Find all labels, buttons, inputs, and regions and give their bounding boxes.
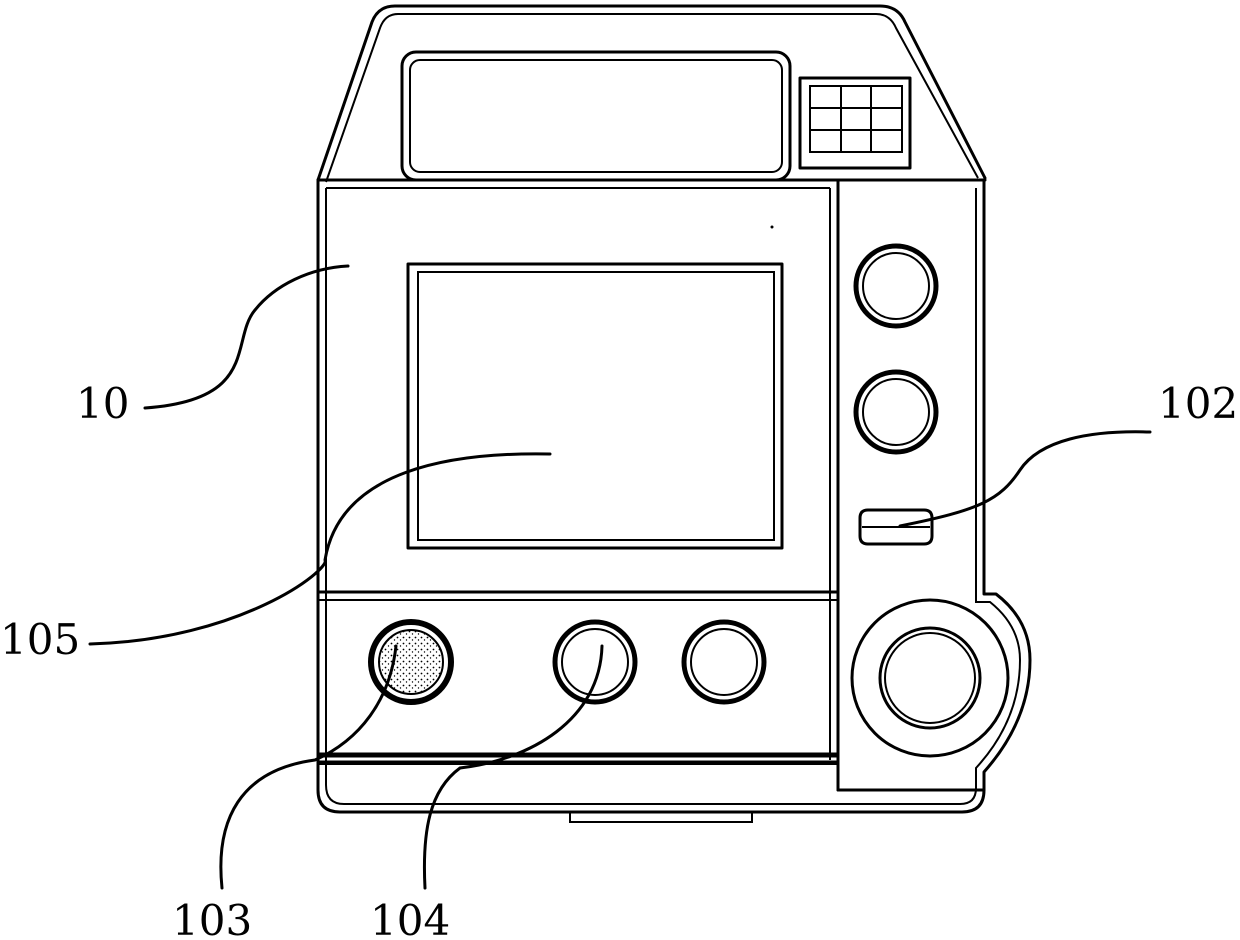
device-body: [318, 180, 1030, 822]
label-104: 104: [370, 896, 450, 940]
leader-line-103: [221, 646, 396, 888]
side-knob-middle[interactable]: [856, 372, 936, 452]
label-102: 102: [1158, 379, 1238, 428]
handle-window: [402, 52, 790, 180]
label-103: 103: [172, 896, 252, 940]
side-switch[interactable]: [860, 510, 932, 544]
upper-housing: [318, 6, 985, 182]
large-dial[interactable]: [852, 600, 1008, 756]
knob-left[interactable]: [371, 622, 451, 702]
label-10: 10: [76, 379, 129, 428]
side-knob-top[interactable]: [856, 246, 936, 326]
display-screen: [408, 264, 782, 548]
label-105: 105: [0, 615, 80, 664]
leader-line-104: [424, 646, 602, 888]
knob-middle[interactable]: [555, 622, 635, 702]
connector-grid: [800, 78, 910, 168]
knob-right[interactable]: [684, 622, 764, 702]
leader-line-102: [900, 432, 1150, 526]
